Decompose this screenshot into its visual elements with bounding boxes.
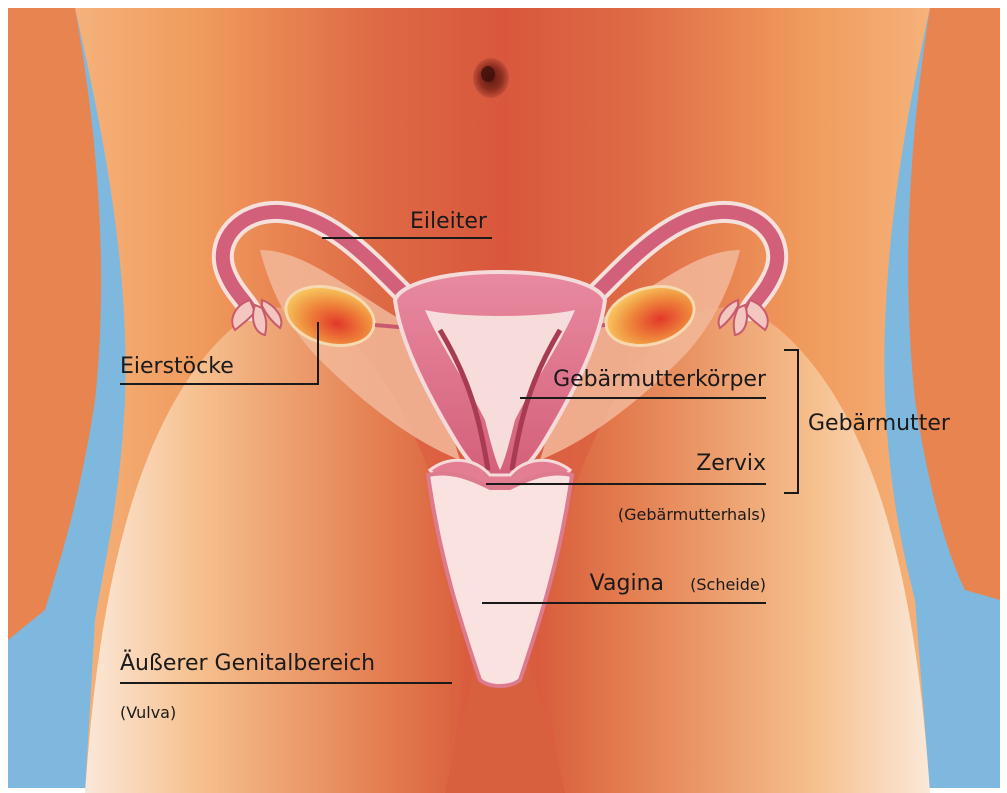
label-vagina-sub: (Scheide) bbox=[690, 575, 766, 594]
label-vulva-sub: (Vulva) bbox=[120, 703, 176, 722]
label-gebaermutter: Gebärmutter bbox=[808, 411, 951, 436]
label-gebaermutterkoerper: Gebärmutterkörper bbox=[553, 367, 767, 392]
label-vagina: Vagina bbox=[590, 571, 664, 596]
label-zervix-sub: (Gebärmutterhals) bbox=[618, 505, 766, 524]
gebaermutter-bracket bbox=[784, 350, 798, 493]
label-eileiter: Eileiter bbox=[410, 209, 488, 234]
label-eierstoecke: Eierstöcke bbox=[120, 354, 234, 379]
label-vulva: Äußerer Genitalbereich bbox=[120, 650, 375, 676]
label-zervix: Zervix bbox=[696, 451, 766, 476]
